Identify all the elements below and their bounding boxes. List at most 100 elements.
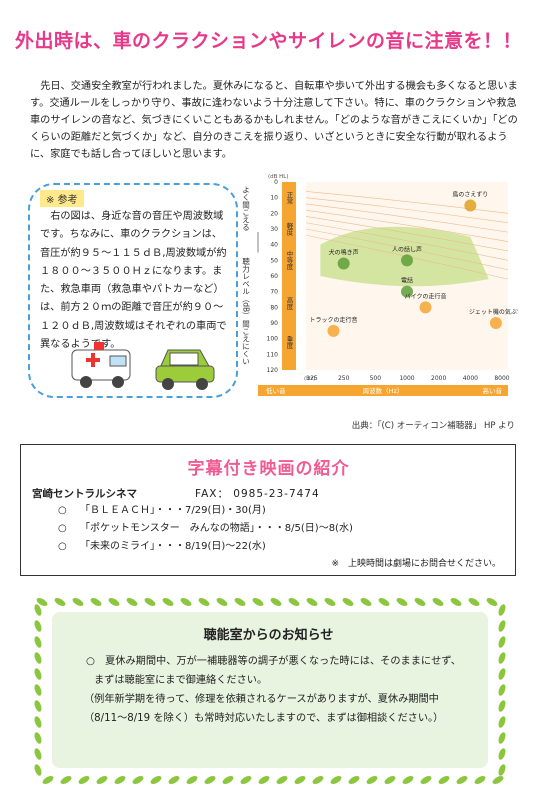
leaf-icon bbox=[468, 598, 480, 606]
leaf-icon bbox=[198, 598, 210, 606]
leaf-icon bbox=[486, 598, 498, 606]
sound-marker bbox=[337, 257, 350, 270]
leaf-icon bbox=[498, 700, 506, 712]
leaf-icon bbox=[34, 604, 42, 616]
leaf-icon bbox=[222, 776, 234, 784]
leaf-icon bbox=[114, 776, 126, 784]
xlabel-high: 高い音 bbox=[483, 386, 503, 395]
grid-curve bbox=[305, 216, 509, 252]
y-tick-label: 20 bbox=[270, 210, 278, 217]
leaf-icon bbox=[168, 776, 180, 784]
reference-text: 右の図は、身近な音の音圧や周波数域です。ちなみに、車のクラクションは、音圧が約９… bbox=[40, 211, 227, 351]
x-band bbox=[258, 385, 508, 396]
x-tick-label: 8000 bbox=[494, 375, 509, 382]
cinema-note: ※ 上映時間は劇場にお問合せください。 bbox=[331, 559, 501, 569]
leaf-icon bbox=[34, 620, 42, 632]
vehicles-illustration bbox=[71, 342, 215, 390]
grid-curve bbox=[305, 197, 509, 224]
cinema-name: 宮崎セントラルシネマ bbox=[32, 488, 137, 500]
sound-marker bbox=[419, 301, 432, 314]
leaf-icon bbox=[34, 652, 42, 664]
cinema-box bbox=[20, 444, 516, 576]
y-tick-label: 60 bbox=[270, 273, 278, 280]
sound-label: バイクの走行音 bbox=[405, 292, 447, 300]
leaf-icon bbox=[150, 776, 162, 784]
notice-text: ○ 夏休み期間中、万が一補聴器等の調子が悪くなった時には、そのままにせず、まずは… bbox=[84, 656, 461, 724]
grid-curve bbox=[305, 191, 509, 214]
x-tick-label: 250 bbox=[338, 375, 350, 382]
y-tick-label: 110 bbox=[267, 351, 279, 358]
leaf-icon bbox=[432, 598, 444, 606]
list-item: ○「未来のミライ」・・・8/19(日)～22(水) bbox=[58, 541, 266, 552]
leaf-icon bbox=[234, 598, 246, 606]
band-label: 中等度 bbox=[285, 249, 293, 271]
leaf-icon bbox=[498, 636, 506, 648]
leaf-icon bbox=[330, 776, 342, 784]
page-title: 外出時は、車のクラクションやサイレンの音に注意を！！ bbox=[0, 26, 537, 56]
leaf-icon bbox=[240, 776, 252, 784]
x-tick-label: 2000 bbox=[431, 375, 446, 382]
leaf-icon bbox=[144, 598, 156, 606]
leaf-icon bbox=[498, 684, 506, 696]
x-tick-label: 500 bbox=[370, 375, 382, 382]
leaf-icon bbox=[450, 598, 462, 606]
leaf-icon bbox=[72, 598, 84, 606]
leaf-icon bbox=[34, 748, 42, 760]
ylabel-mid: 聴力レベル（dB） bbox=[241, 257, 250, 320]
leaf-icon bbox=[420, 776, 432, 784]
leaf-icon bbox=[414, 598, 426, 606]
y-tick-label: 50 bbox=[270, 257, 278, 264]
y-tick-label: 40 bbox=[270, 242, 278, 249]
leaf-icon bbox=[498, 668, 506, 680]
leaf-icon bbox=[348, 776, 360, 784]
list-item: ○「ＢＬＥＡＣＨ」・・・7/29(日)・30(月) bbox=[58, 505, 266, 516]
leaf-icon bbox=[186, 776, 198, 784]
leaf-icon bbox=[42, 776, 54, 784]
leaf-icon bbox=[34, 668, 42, 680]
y-tick-label: 90 bbox=[270, 320, 278, 327]
leaf-icon bbox=[360, 598, 372, 606]
notice-box bbox=[52, 612, 488, 768]
grid-curve bbox=[305, 222, 509, 261]
leaf-icon bbox=[270, 598, 282, 606]
leaf-icon bbox=[34, 684, 42, 696]
leaf-icon bbox=[78, 776, 90, 784]
x-tick-label: 4000 bbox=[463, 375, 478, 382]
y-tick-label: 30 bbox=[270, 226, 278, 233]
leaf-icon bbox=[498, 716, 506, 728]
leaf-icon bbox=[34, 636, 42, 648]
leaf-icon bbox=[492, 776, 504, 784]
sound-label: トラックの走行音 bbox=[309, 316, 357, 324]
sound-label: ジェット機の気ぶ音 bbox=[469, 308, 518, 316]
leaf-icon bbox=[204, 776, 216, 784]
leaf-icon bbox=[396, 598, 408, 606]
leaf-icon bbox=[438, 776, 450, 784]
sound-marker bbox=[327, 324, 340, 337]
y-tick-label: 10 bbox=[270, 195, 278, 202]
leaf-icon bbox=[498, 620, 506, 632]
movie-list: ○「ＢＬＥＡＣＨ」・・・7/29(日)・30(月) ○「ポケットモンスター みん… bbox=[58, 502, 353, 556]
sound-label: 人の話し声 bbox=[392, 245, 422, 253]
x-tick-label: 125 bbox=[306, 375, 318, 382]
leaf-icon bbox=[288, 598, 300, 606]
band-label: 重度 bbox=[285, 336, 293, 351]
leaf-icon bbox=[342, 598, 354, 606]
leaf-icon bbox=[90, 598, 102, 606]
sound-label: 犬の鳴き声 bbox=[329, 248, 359, 256]
leaf-icon bbox=[126, 598, 138, 606]
sound-marker bbox=[464, 199, 477, 212]
leaf-icon bbox=[34, 716, 42, 728]
leaf-icon bbox=[474, 776, 486, 784]
notice-title: 聴能室からのお知らせ bbox=[203, 628, 334, 643]
grid-curve bbox=[305, 209, 509, 242]
leaf-icon bbox=[216, 598, 228, 606]
leaf-icon bbox=[96, 776, 108, 784]
ambulance-icon bbox=[71, 342, 131, 388]
x-unit: (Hz) bbox=[304, 376, 315, 382]
y-tick-label: 0 bbox=[274, 179, 278, 186]
level-band bbox=[282, 182, 296, 370]
reference-tag: ※ 参考 bbox=[40, 190, 84, 207]
y-tick-label: 70 bbox=[270, 289, 278, 296]
sound-label: 電話 bbox=[401, 277, 413, 285]
leaf-icon bbox=[366, 776, 378, 784]
